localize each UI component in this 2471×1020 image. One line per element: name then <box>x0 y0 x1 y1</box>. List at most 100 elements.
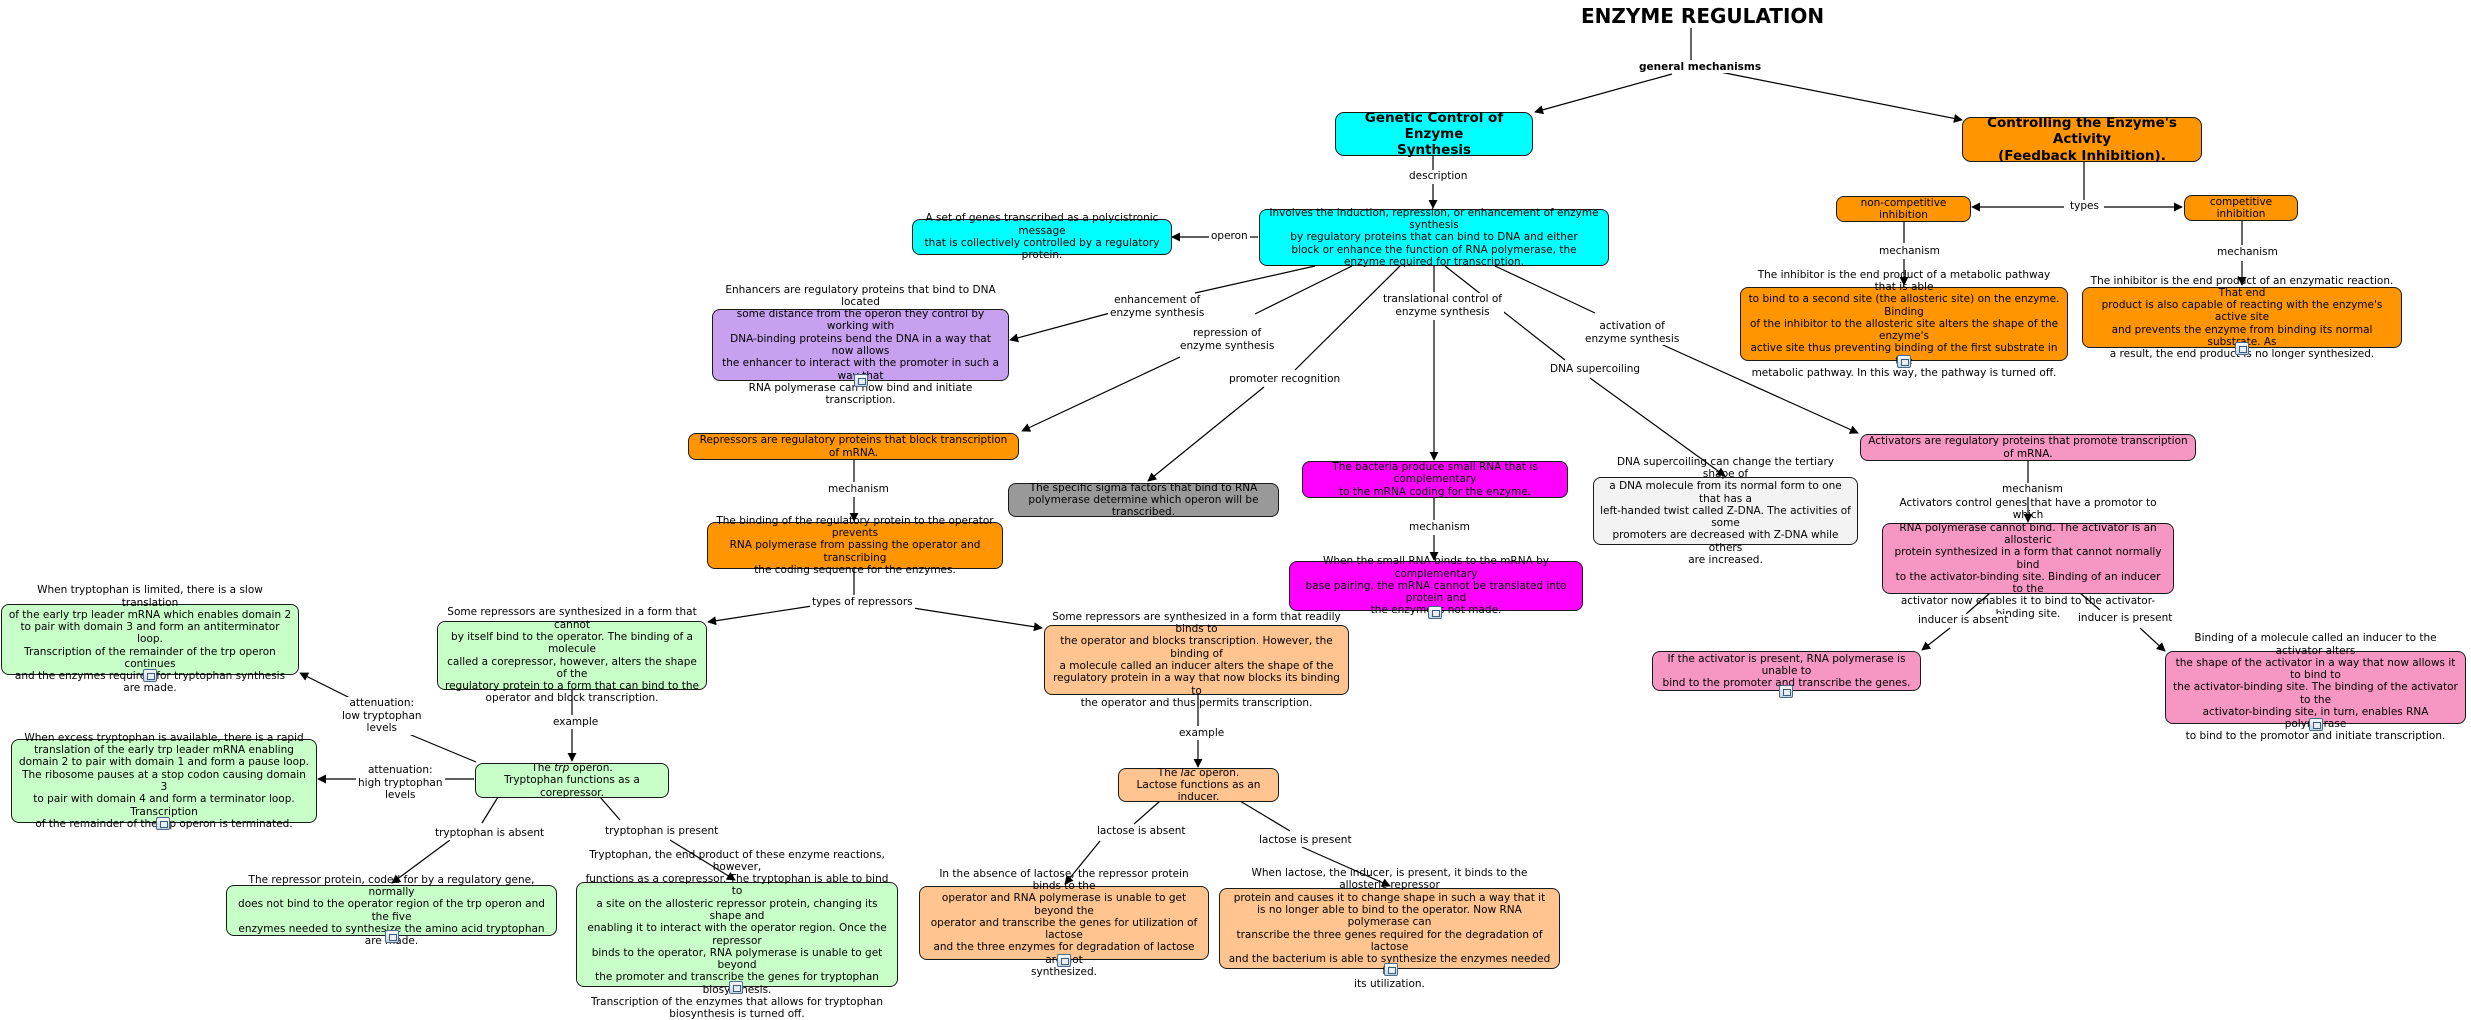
link-translational: translational control of enzyme synthesi… <box>1381 293 1505 319</box>
resource-icon[interactable] <box>729 981 743 994</box>
edge-repression-repressors <box>1021 356 1181 432</box>
edge-trp-absent <box>481 796 499 824</box>
edge-types-cannot <box>707 605 813 626</box>
trp-operon-italic: trp <box>554 762 570 775</box>
resource-icon[interactable] <box>2309 718 2323 731</box>
lac-operon-pre: The <box>1157 766 1181 779</box>
link-repression: repression of enzyme synthesis <box>1178 327 1277 353</box>
link-mechanism-activators: mechanism <box>2000 483 2065 496</box>
edge-subtitle-genetic <box>1534 73 1673 115</box>
trp-operon-post: operon. Tryptophan functions as a corepr… <box>504 762 640 799</box>
resource-icon[interactable] <box>1057 954 1071 967</box>
resource-icon[interactable] <box>2235 342 2249 355</box>
resource-icon[interactable] <box>156 817 170 830</box>
link-trp-present: tryptophan is present <box>603 825 721 838</box>
edge-present-bindinducer <box>2139 627 2166 652</box>
trp-operon-pre: The <box>531 762 555 775</box>
node-enhancers[interactable]: Enhancers are regulatory proteins that b… <box>712 284 1009 406</box>
link-supercoiling: DNA supercoiling <box>1548 363 1643 376</box>
node-binding-operator[interactable]: The binding of the regulatory protein to… <box>707 515 1003 576</box>
node-repressors[interactable]: Repressors are regulatory proteins that … <box>688 433 1019 460</box>
link-attenuation-low: attenuation: low tryptophan levels <box>340 697 424 735</box>
link-inducer-absent: inducer is absent <box>1916 614 2011 627</box>
link-types-of-repressors: types of repressors <box>810 596 915 609</box>
subtitle-general-mechanisms: general mechanisms <box>1639 61 1762 73</box>
edge-actcontrol-absent <box>1965 592 1991 615</box>
node-trp-operon[interactable]: The trp operon. Tryptophan functions as … <box>475 762 669 799</box>
link-mechanism-comp: mechanism <box>2215 246 2280 259</box>
edge-absent-lacdesc <box>1064 840 1101 885</box>
link-description: description <box>1407 170 1470 183</box>
link-lactose-absent: lactose is absent <box>1095 825 1188 838</box>
link-mechanism-noncomp: mechanism <box>1877 245 1942 258</box>
lac-operon-italic: lac <box>1180 766 1196 779</box>
edge-involves-supercoiling <box>1444 265 1566 361</box>
edge-trp-present <box>599 796 621 821</box>
link-promoter-recognition: promoter recognition <box>1227 373 1343 386</box>
node-competitive[interactable]: competitive inhibition <box>2184 195 2298 221</box>
resource-icon[interactable] <box>1384 963 1398 976</box>
edge-types-readily <box>899 605 1043 632</box>
edge-attlow-limited <box>299 672 351 699</box>
node-activators[interactable]: Activators are regulatory proteins that … <box>1860 434 2196 461</box>
node-comp-desc[interactable]: The inhibitor is the end product of an e… <box>2082 275 2402 360</box>
node-binding-inducer[interactable]: Binding of a molecule called an inducer … <box>2165 632 2466 742</box>
edge-involves-repression <box>1254 265 1353 315</box>
link-operon: operon <box>1209 230 1250 243</box>
node-noncompetitive[interactable]: non-competitive inhibition <box>1836 196 1971 222</box>
node-supercoiling[interactable]: DNA supercoiling can change the tertiary… <box>1593 456 1858 566</box>
link-lactose-present: lactose is present <box>1257 834 1354 847</box>
edge-absent-repressor <box>391 839 451 884</box>
node-sigma-factors[interactable]: The specific sigma factors that bind to … <box>1008 482 1279 518</box>
node-lactose-absent[interactable]: In the absence of lactose, the repressor… <box>919 868 1209 978</box>
node-trp-excess[interactable]: When excess tryptophan is available, the… <box>11 732 317 830</box>
link-trp-absent: tryptophan is absent <box>433 827 547 840</box>
edge-lac-present <box>1239 800 1291 832</box>
edge-involves-promoter <box>1294 265 1401 371</box>
node-genetic-control[interactable]: Genetic Control of Enzyme Synthesis <box>1335 110 1533 158</box>
edge-involves-activation <box>1494 265 1596 314</box>
node-trp-limited[interactable]: When tryptophan is limited, there is a s… <box>1 584 299 694</box>
edge-subtitle-controlling <box>1719 71 1963 123</box>
node-trp-corepressor[interactable]: Tryptophan, the end product of these enz… <box>576 849 898 1020</box>
resource-icon[interactable] <box>854 374 868 387</box>
resource-icon[interactable] <box>1428 606 1442 619</box>
edge-absent-actpresent <box>1921 627 1951 651</box>
edge-actcontrol-present <box>2079 592 2101 611</box>
page-title: ENZYME REGULATION <box>1581 4 1825 28</box>
node-involves[interactable]: Involves the induction, repression, or e… <box>1259 207 1609 268</box>
node-activators-control[interactable]: Activators control genes that have a pro… <box>1882 497 2174 620</box>
link-activation: activation of enzyme synthesis <box>1583 320 1682 346</box>
link-example-trp: example <box>551 716 601 729</box>
node-lac-operon[interactable]: The lac operon. Lactose functions as an … <box>1118 766 1279 804</box>
resource-icon[interactable] <box>1897 355 1911 368</box>
link-types: types <box>2068 200 2101 213</box>
link-mechanism-repressors: mechanism <box>826 483 891 496</box>
node-lactose-present[interactable]: When lactose, the inducer, is present, i… <box>1219 867 1560 990</box>
link-attenuation-high: attenuation: high tryptophan levels <box>356 764 445 802</box>
node-controlling-activity[interactable]: Controlling the Enzyme's Activity (Feedb… <box>1962 115 2202 164</box>
lac-operon-post: operon. Lactose functions as an inducer. <box>1136 766 1261 804</box>
edge-present-lacdesc <box>1301 846 1391 887</box>
resource-icon[interactable] <box>143 669 157 682</box>
link-enhancement: enhancement of enzyme synthesis <box>1108 294 1207 320</box>
node-operon-definition[interactable]: A set of genes transcribed as a polycist… <box>912 212 1172 261</box>
resource-icon[interactable] <box>385 930 399 943</box>
link-example-lac: example <box>1177 727 1227 740</box>
edge-activation-activators <box>1651 339 1859 434</box>
node-repressor-protein[interactable]: The repressor protein, coded for by a re… <box>226 874 557 947</box>
edge-lac-absent <box>1133 800 1161 825</box>
link-inducer-present: inducer is present <box>2076 612 2175 625</box>
node-small-rna-binds[interactable]: When the small RNA binds to the mRNA by … <box>1289 555 1583 616</box>
edge-supercoiling-desc <box>1589 377 1726 477</box>
node-small-rna[interactable]: The bacteria produce small RNA that is c… <box>1302 461 1568 498</box>
resource-icon[interactable] <box>1779 685 1793 698</box>
link-mechanism-rna: mechanism <box>1407 521 1472 534</box>
edge-present-corepressor <box>669 839 736 881</box>
edge-promoter-sigma <box>1147 386 1265 482</box>
connection-lines <box>299 28 2247 887</box>
node-repressors-readily[interactable]: Some repressors are synthesized in a for… <box>1044 611 1349 709</box>
node-noncomp-desc[interactable]: The inhibitor is the end product of a me… <box>1740 269 2068 379</box>
node-activator-present[interactable]: If the activator is present, RNA polymer… <box>1652 651 1921 691</box>
node-repressors-cannot[interactable]: Some repressors are synthesized in a for… <box>437 606 707 704</box>
